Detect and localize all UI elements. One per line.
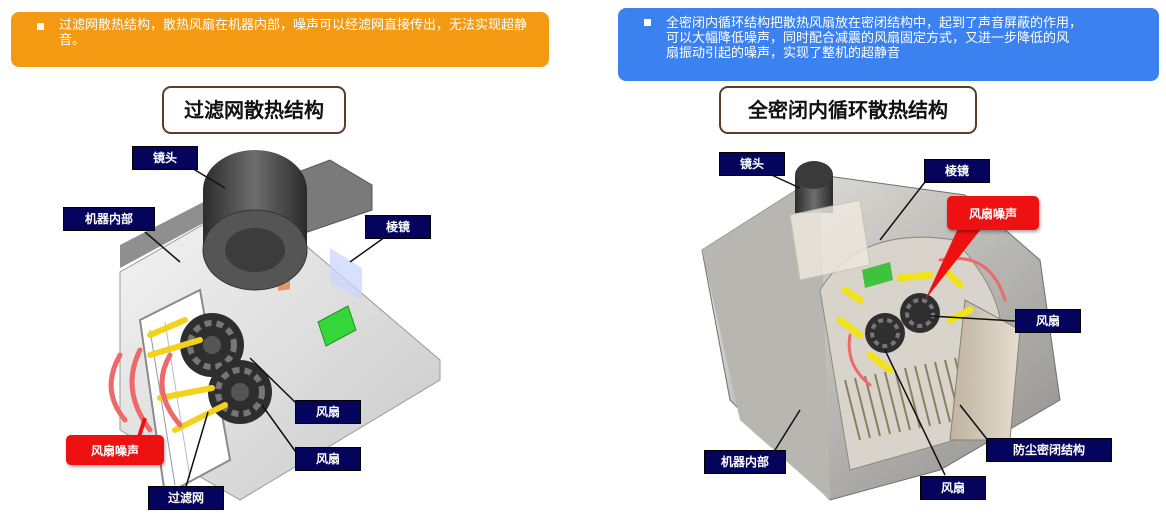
label-dust-seal: 防尘密闭结构 — [986, 438, 1112, 462]
label-lens: 镜头 — [132, 146, 198, 170]
label-fan-noise: 风扇噪声 — [947, 196, 1039, 230]
fan-icon — [900, 293, 940, 333]
label-interior: 机器内部 — [63, 207, 155, 231]
label-prism: 棱镜 — [924, 159, 990, 183]
fan-icon — [865, 313, 905, 353]
label-interior: 机器内部 — [704, 450, 786, 474]
label-fan: 风扇 — [295, 400, 361, 424]
label-fan: 风扇 — [920, 476, 986, 500]
label-fan: 风扇 — [295, 447, 361, 471]
label-prism: 棱镜 — [365, 215, 431, 239]
label-fan: 风扇 — [1015, 309, 1081, 333]
label-fan-noise: 风扇噪声 — [66, 435, 164, 465]
label-lens: 镜头 — [719, 152, 785, 176]
label-filter: 过滤网 — [148, 486, 224, 510]
